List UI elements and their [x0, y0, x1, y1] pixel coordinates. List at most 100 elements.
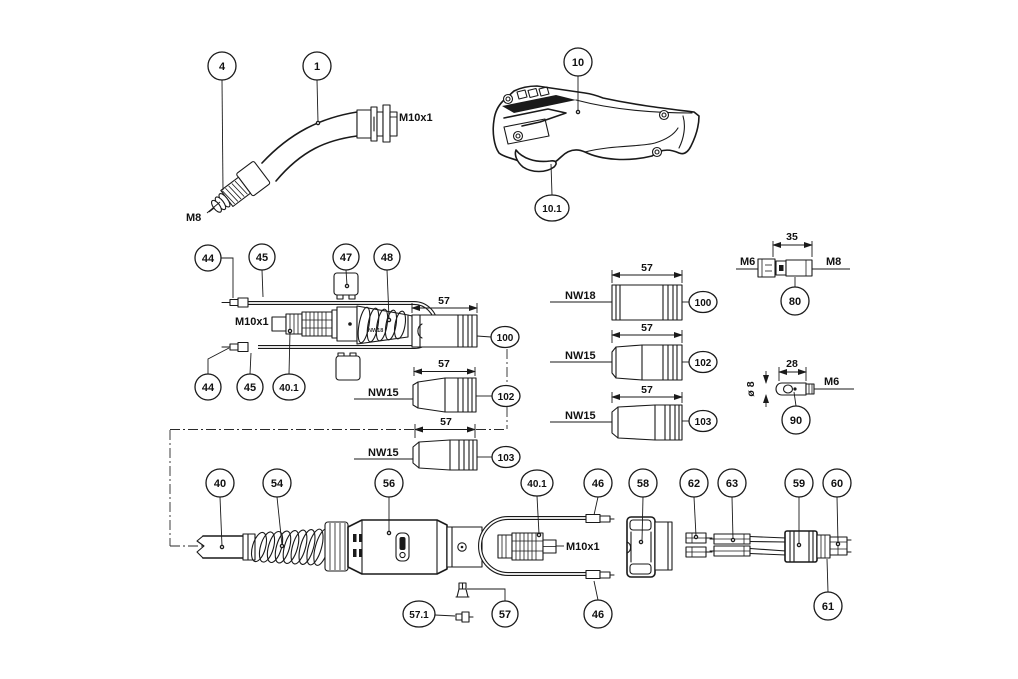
svg-text:60: 60 [831, 478, 843, 490]
svg-text:57: 57 [440, 416, 452, 428]
svg-text:103: 103 [498, 453, 515, 464]
svg-text:61: 61 [822, 601, 834, 613]
svg-text:1: 1 [314, 61, 320, 73]
svg-text:103: 103 [695, 417, 712, 428]
callout-40: 40 [205, 468, 235, 550]
callout-56: 56 [374, 468, 404, 536]
callout-62: 62 [679, 468, 709, 540]
svg-text:NW15: NW15 [565, 350, 596, 362]
brand-badge [395, 532, 410, 562]
callout-46-top: 46 [583, 468, 613, 516]
svg-text:40: 40 [214, 478, 226, 490]
callout-103-right: 103 [682, 409, 718, 433]
callout-103-left: 103 [477, 445, 521, 469]
head-assembly-drawing: M10x1 NW18 [221, 272, 438, 381]
head-thread-label: M10x1 [235, 316, 269, 328]
nozzle-right-103: 57 NW15 [550, 384, 683, 441]
svg-text:57: 57 [641, 262, 653, 274]
svg-text:NW15: NW15 [565, 410, 596, 422]
callout-47: 47 [332, 243, 360, 289]
svg-text:46: 46 [592, 609, 604, 621]
torch-neck-drawing: M10x1 M8 [186, 104, 433, 224]
callout-60: 60 [822, 468, 852, 547]
callout-40-1-top: 40.1 [272, 328, 306, 401]
trigger-block-lower [335, 352, 361, 381]
callout-10-1: 10.1 [534, 163, 570, 222]
svg-text:10: 10 [572, 57, 584, 69]
svg-text:48: 48 [381, 252, 393, 264]
svg-text:4: 4 [219, 61, 226, 73]
handle-screws [502, 93, 670, 158]
callout-57: 57 [467, 588, 519, 628]
svg-text:M8: M8 [826, 256, 841, 268]
screw-57 [455, 582, 470, 598]
callout-54: 54 [262, 468, 292, 549]
svg-text:M10x1: M10x1 [566, 541, 600, 553]
svg-text:57: 57 [641, 322, 653, 334]
callout-48: 48 [373, 243, 401, 323]
terminals-62 [685, 532, 713, 558]
callout-100-left: 100 [476, 325, 520, 349]
wire-terminal-top [221, 297, 249, 308]
svg-text:59: 59 [793, 478, 805, 490]
control-plug [784, 530, 852, 563]
callout-40-1-bottom: 40.1 [520, 469, 554, 538]
handle-trigger [514, 149, 557, 173]
handle-stripe [502, 95, 576, 113]
svg-text:NW15: NW15 [368, 387, 399, 399]
svg-text:63: 63 [726, 478, 738, 490]
neck-m8-label: M8 [186, 212, 201, 224]
svg-text:40.1: 40.1 [527, 479, 547, 490]
callout-59: 59 [784, 468, 814, 548]
svg-text:57: 57 [499, 609, 511, 621]
callout-58: 58 [628, 468, 658, 545]
svg-text:44: 44 [202, 382, 215, 394]
plug-57-1 [455, 611, 474, 623]
wire-terminal-top [585, 513, 615, 524]
callout-45-bottom: 45 [236, 352, 264, 401]
svg-text:100: 100 [497, 333, 514, 344]
spring-size-mark: NW18 [368, 328, 383, 334]
svg-text:28: 28 [786, 358, 798, 370]
svg-text:57: 57 [438, 358, 450, 370]
nozzle-left-100: 57 [411, 295, 478, 348]
callout-102-right: 102 [682, 350, 718, 374]
svg-text:10.1: 10.1 [542, 204, 562, 215]
nozzle-right-102: 57 NW15 [550, 322, 683, 381]
callout-10: 10 [563, 47, 593, 115]
callout-90: 90 [781, 391, 811, 435]
svg-text:56: 56 [383, 478, 395, 490]
callout-80: 80 [780, 277, 810, 316]
wire-terminal-bottom [585, 569, 615, 580]
svg-text:NW15: NW15 [368, 447, 399, 459]
svg-text:102: 102 [695, 358, 712, 369]
svg-text:NW18: NW18 [565, 290, 596, 302]
svg-text:45: 45 [256, 252, 268, 264]
assembly-centerline [169, 349, 508, 547]
sleeves-63 [709, 533, 751, 557]
svg-text:54: 54 [271, 478, 284, 490]
wire-terminal-bottom [221, 341, 249, 353]
neck-thread-end [208, 161, 271, 213]
svg-text:M6: M6 [740, 256, 755, 268]
nozzle-left-103: 57 NW15 [354, 416, 478, 471]
svg-text:57: 57 [438, 295, 450, 307]
nozzle-spring [357, 306, 407, 344]
strain-relief-spring [250, 528, 331, 566]
torch-head-stub: M10x1 [497, 532, 600, 561]
svg-text:102: 102 [498, 392, 515, 403]
nozzle-left-102: 57 NW15 [354, 358, 477, 413]
callout-61: 61 [813, 558, 843, 621]
callout-46-bottom: 46 [583, 580, 613, 629]
callout-44-bottom: 44 [194, 347, 230, 401]
callout-100-right: 100 [682, 290, 718, 314]
contact-tip-90-drawing: M6 28 ø 8 [745, 358, 854, 407]
neck-thread-label: M10x1 [399, 112, 433, 124]
callout-44-top: 44 [194, 244, 234, 298]
callout-4: 4 [207, 51, 237, 191]
svg-text:M6: M6 [824, 376, 839, 388]
svg-text:57.1: 57.1 [409, 610, 429, 621]
svg-text:47: 47 [340, 252, 352, 264]
